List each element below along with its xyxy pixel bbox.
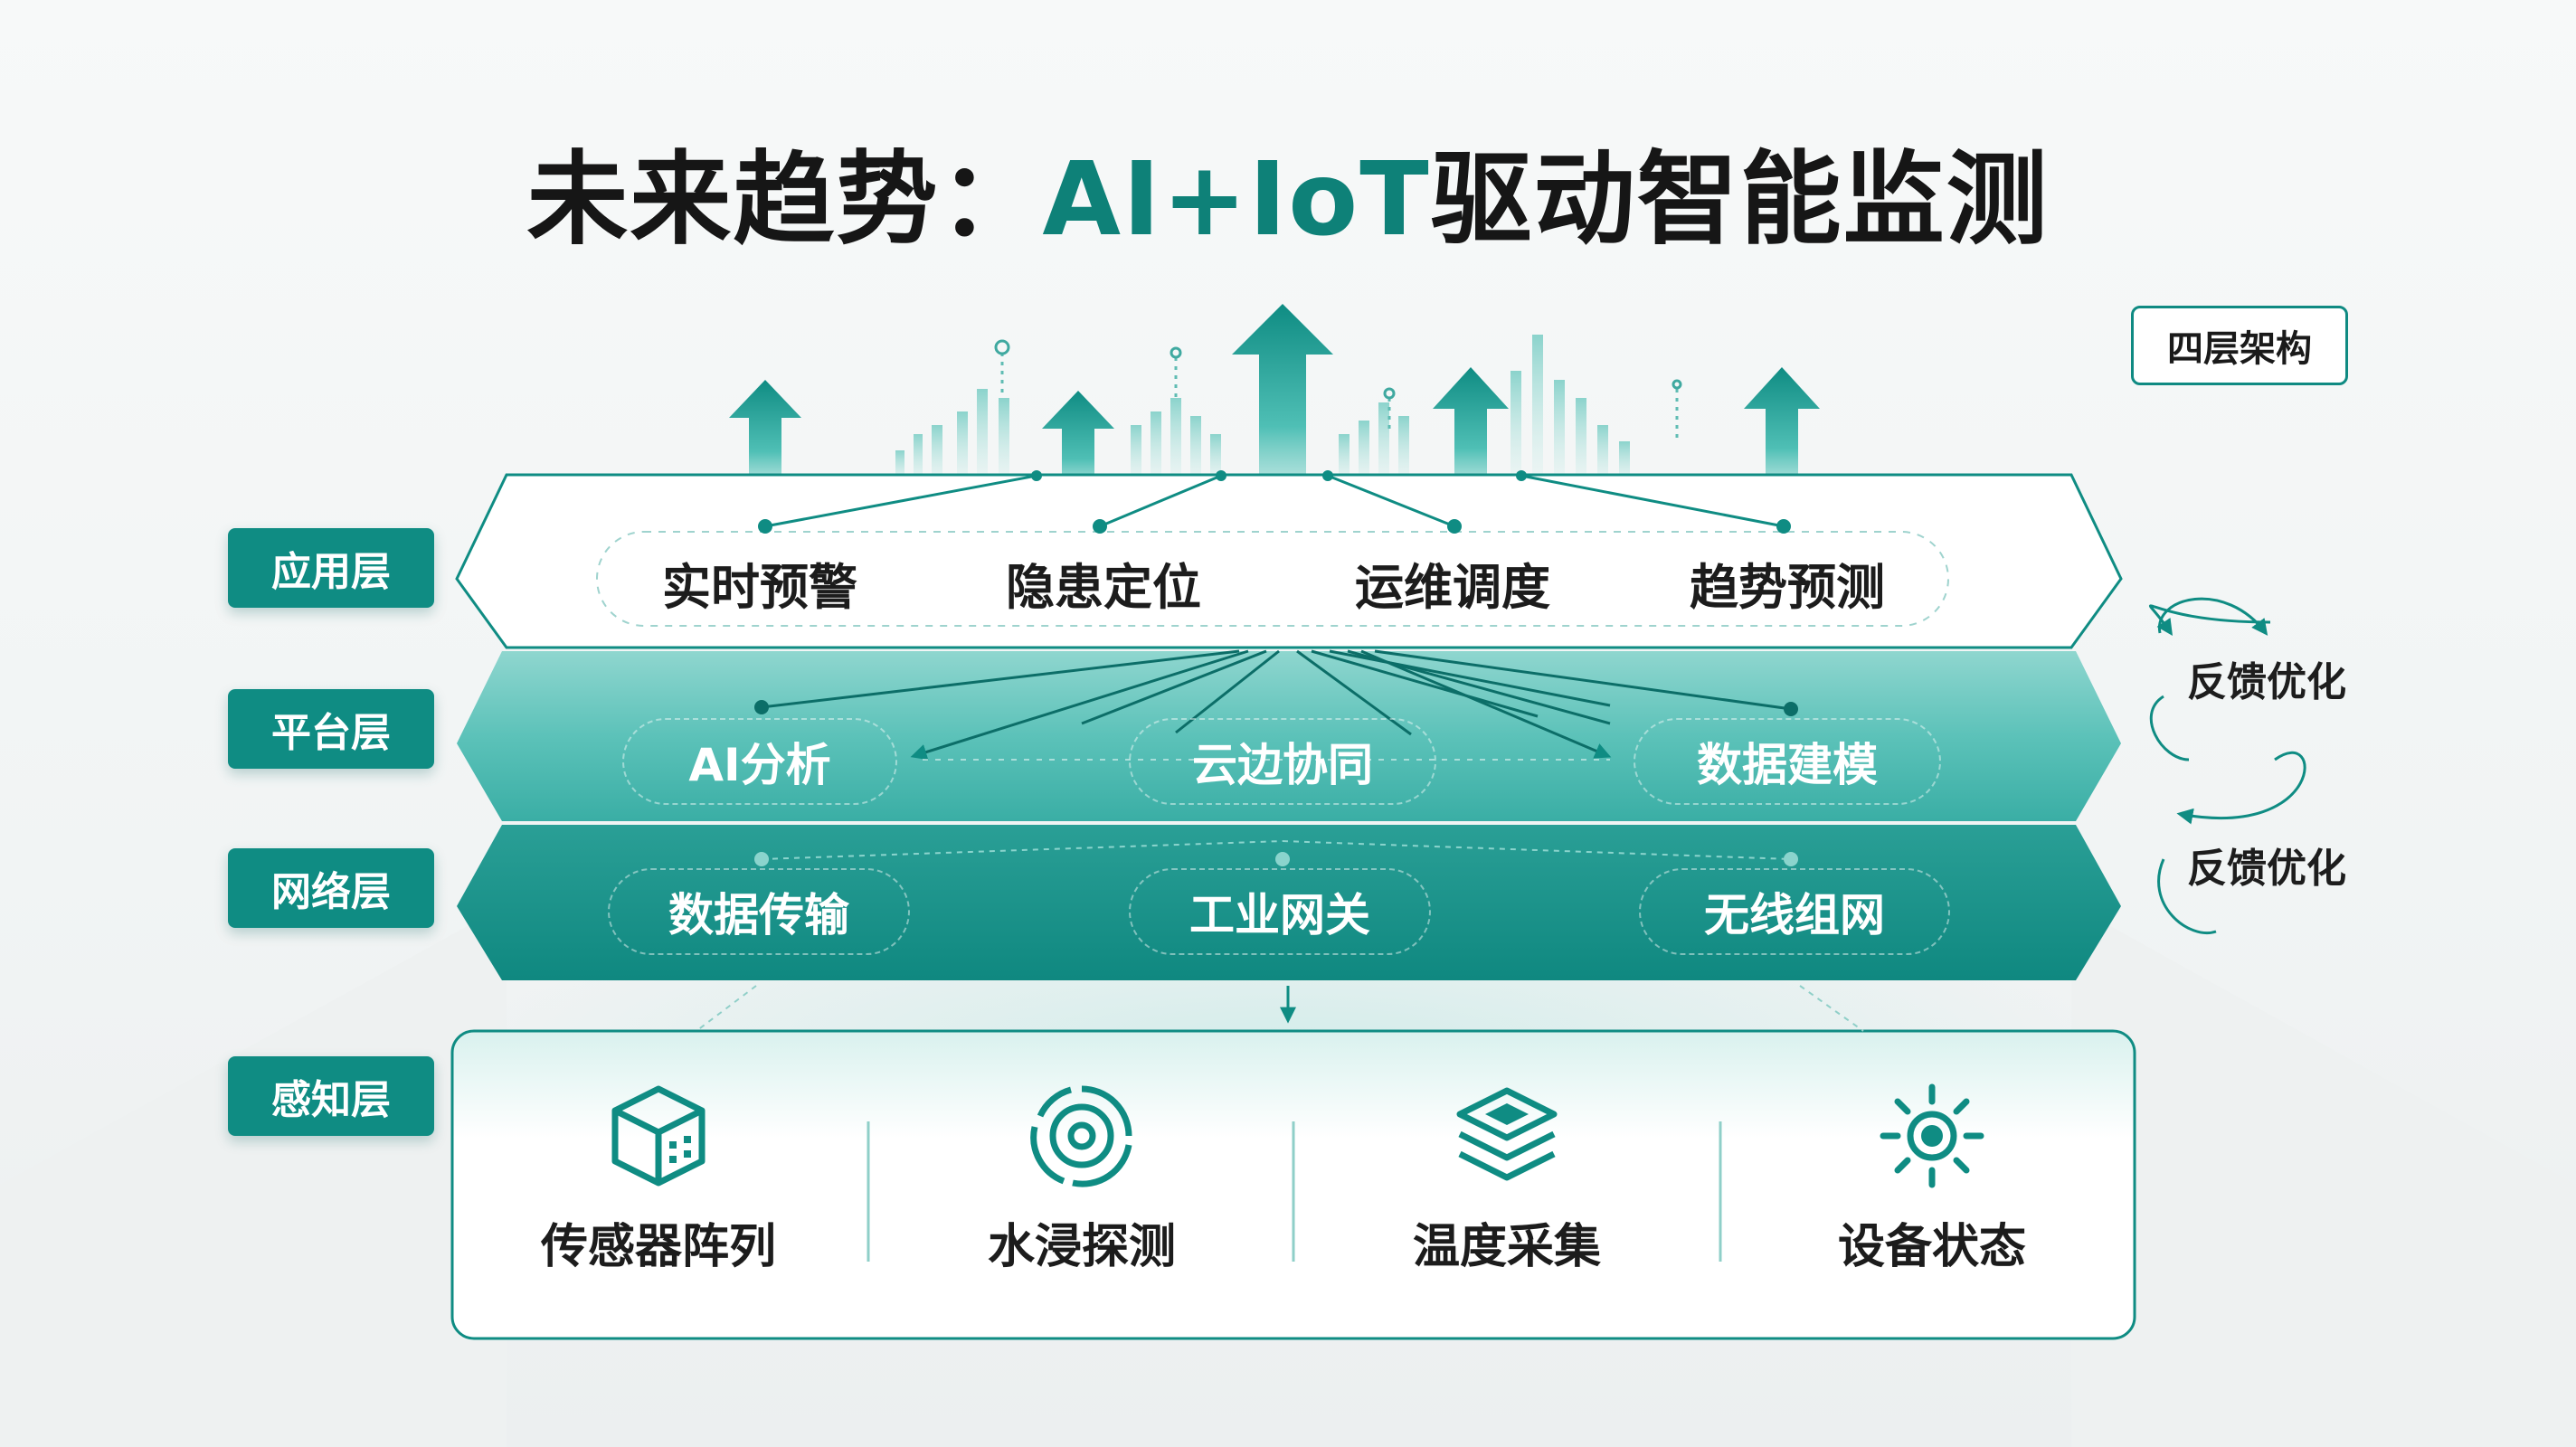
sun-status-icon — [1880, 1083, 1984, 1188]
cube-sensor-icon — [611, 1085, 706, 1187]
app-item-realtime-alert: 实时预警 — [662, 558, 857, 616]
layer-tag-network: 网络层 — [228, 848, 434, 928]
arrow-up-icon — [1433, 367, 1509, 503]
platform-item-cloud-edge: 云边协同 — [1129, 718, 1436, 805]
title-suffix: 驱动智能监测 — [1430, 141, 2050, 259]
perception-item-sensor-array: 传感器阵列 — [540, 1220, 776, 1274]
app-item-hazard-location: 隐患定位 — [1006, 558, 1201, 616]
upward-arrows — [729, 304, 1820, 508]
network-item-industrial-gateway: 工业网关 — [1129, 868, 1431, 955]
layer-tag-platform: 平台层 — [228, 689, 434, 769]
platform-connectors — [761, 649, 1792, 761]
perception-item-device-status: 设备状态 — [1837, 1220, 2026, 1274]
water-probe-icon — [1030, 1085, 1132, 1187]
application-layer-band — [455, 473, 2123, 649]
feedback-label-lower: 反馈优化 — [2187, 846, 2346, 892]
app-item-trend-forecast: 趋势预测 — [1690, 558, 1885, 616]
page-title: 未来趋势：AI+IoT驱动智能监测 — [0, 118, 2576, 264]
arrow-up-icon — [1744, 367, 1820, 503]
layer-tag-application: 应用层 — [228, 528, 434, 608]
network-item-wireless-mesh: 无线组网 — [1639, 868, 1950, 955]
architecture-badge: 四层架构 — [2131, 306, 2348, 385]
perception-item-temp-collect: 温度采集 — [1412, 1220, 1601, 1274]
layers-icon — [1456, 1087, 1558, 1181]
feedback-loops — [2148, 597, 2306, 934]
platform-item-ai-analysis: AI分析 — [622, 718, 897, 805]
feedback-label-upper: 反馈优化 — [2187, 659, 2346, 705]
layer-tag-perception: 感知层 — [228, 1056, 434, 1136]
perception-item-water-detect: 水浸探测 — [987, 1220, 1176, 1274]
title-prefix: 未来趋势： — [526, 141, 1043, 259]
platform-item-data-modeling: 数据建模 — [1634, 718, 1941, 805]
arrow-up-icon — [1232, 304, 1333, 508]
app-item-ops-dispatch: 运维调度 — [1355, 558, 1550, 616]
arrow-up-icon — [729, 380, 801, 499]
network-item-data-transfer: 数据传输 — [608, 868, 910, 955]
app-connectors — [764, 474, 1785, 528]
arrow-up-icon — [1042, 391, 1114, 505]
title-accent: AI+IoT — [1042, 141, 1431, 259]
